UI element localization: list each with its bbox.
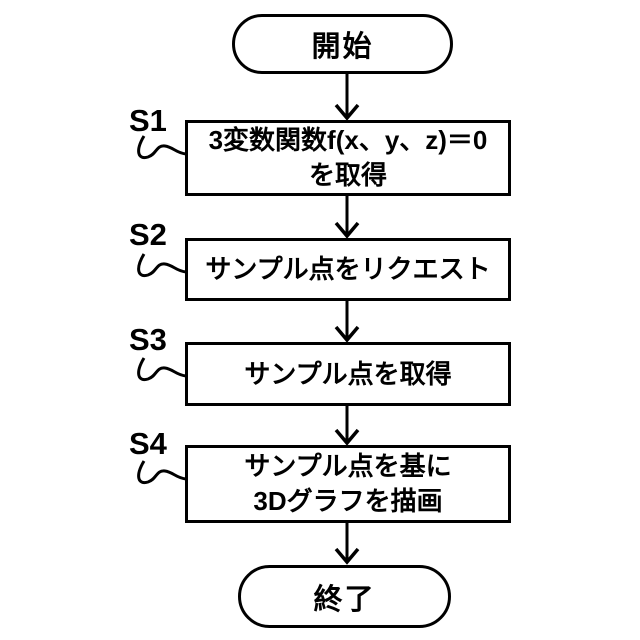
flow-arrow-s2-to-s3 [334,301,360,343]
end-label: 終了 [313,583,376,616]
connector-squiggle-s3 [137,357,187,382]
process-text-line: を取得 [308,160,387,190]
process-box-s4: サンプル点を基に 3Dグラフを描画 [185,445,511,523]
flow-arrow-s1-to-s2 [334,196,360,239]
end-terminal: 終了 [238,565,451,628]
flow-arrow-start-to-s1 [334,74,360,121]
flow-arrow-s3-to-s4 [334,406,360,446]
step-label-s2: S2 [129,217,167,252]
connector-squiggle-s4 [137,460,187,485]
flow-arrow-s4-to-end [334,523,360,565]
process-box-s2: サンプル点をリクエスト [185,238,511,301]
process-text-line: 3Dグラフを描画 [253,486,443,516]
step-label-s3: S3 [129,322,167,357]
process-box-s3: サンプル点を取得 [185,342,511,406]
connector-squiggle-s1 [137,135,187,160]
start-label: 開始 [311,31,374,63]
process-text-line: サンプル点をリクエスト [205,254,491,284]
start-terminal: 開始 [232,14,453,74]
process-text-line: サンプル点を取得 [244,358,452,389]
process-text-line: 3変数関数f(x、y、z)＝0 [208,125,488,155]
connector-squiggle-s2 [137,253,187,278]
process-text-line: サンプル点を基に [244,451,452,481]
step-label-s4: S4 [129,426,167,461]
process-box-s1: 3変数関数f(x、y、z)＝0 を取得 [185,120,511,196]
step-label-s1: S1 [129,103,167,138]
